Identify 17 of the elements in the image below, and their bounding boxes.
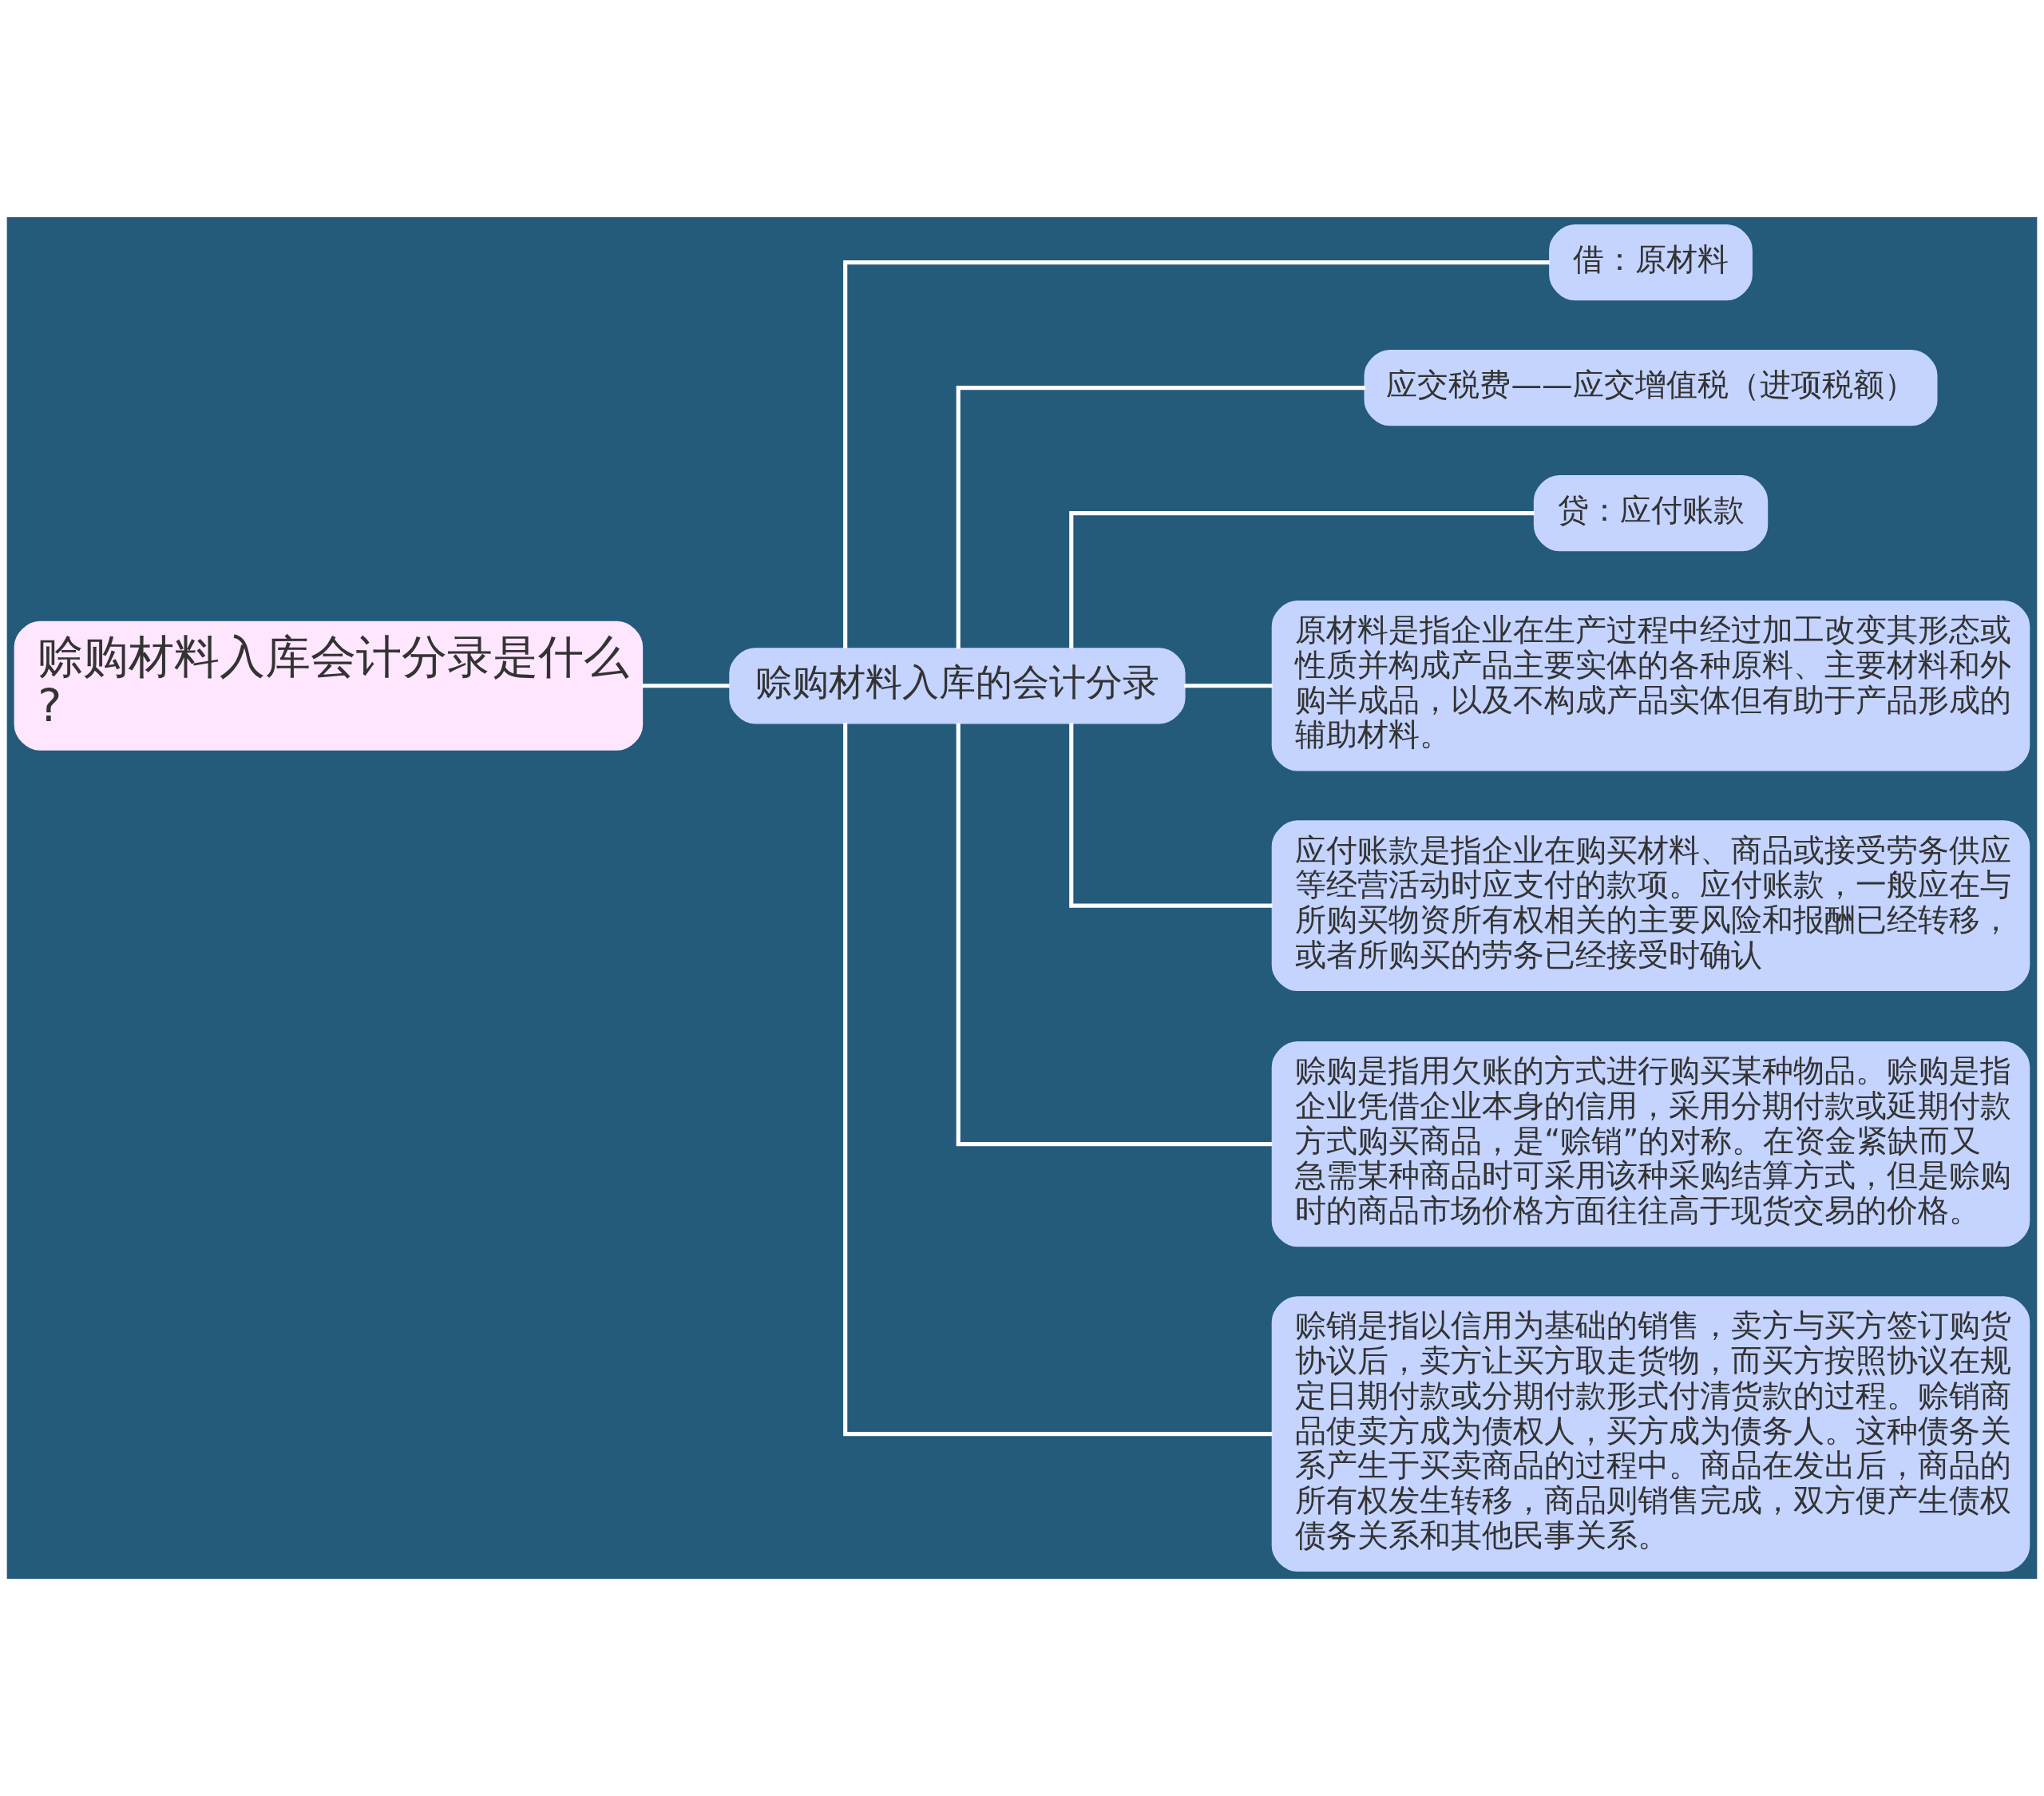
- connector: [1184, 684, 1273, 688]
- node-box: 借：原材料: [1549, 224, 1753, 301]
- connector: [956, 723, 1273, 1147]
- node-box: 原材料是指企业在生产过程中经过加工改变其形态或性质并构成产品主要实体的各种原料、主要材料和外购半成品，以及不构成产品实体但有助于产品形成的辅助材料。: [1271, 600, 2030, 771]
- node-box: 赊购材料入库的会计分录: [729, 648, 1186, 724]
- connector: [642, 684, 730, 688]
- connector: [843, 723, 1273, 1437]
- connector: [1069, 723, 1273, 908]
- node-box: 赊销是指以信用为基础的销售，卖方与买方签订购货协议后，卖方让买方取走货物，而买方按照协议在规定日期付款或分期付款形式付清货款的过程。赊销商品使卖方成为债权人，买方成为债务人。这种债务关系产生于买卖商品的过程中。商品在发出后，商品的所有权发生转移，商品则销售完成，双方便产生债权债务关系和其他民事关系。: [1271, 1296, 2030, 1572]
- connector: [1069, 511, 1535, 648]
- node-box: 赊购材料入库会计分录是什么?: [14, 620, 644, 751]
- node-box: 贷：应付账款: [1533, 475, 1769, 552]
- node-box: 应付账款是指企业在购买材料、商品或接受劳务供应等经营活动时应支付的款项。应付账款，一般应在与所购买物资所有权相关的主要风险和报酬已经转移，或者所购买的劳务已经接受时确认: [1271, 820, 2030, 991]
- node-box: 赊购是指用欠账的方式进行购买某种物品。赊购是指企业凭借企业本身的信用，采用分期付款或延期付款方式购买商品，是“赊销”的对称。在资金紧缺而又急需某种商品时可采用该种采购结算方式，但是赊购时的商品市场价格方面往往高于现货交易的价格。: [1271, 1041, 2030, 1247]
- node-box: 应交税费——应交增值税（进项税额）: [1364, 350, 1938, 426]
- connector: [843, 260, 1550, 648]
- connector: [956, 386, 1365, 649]
